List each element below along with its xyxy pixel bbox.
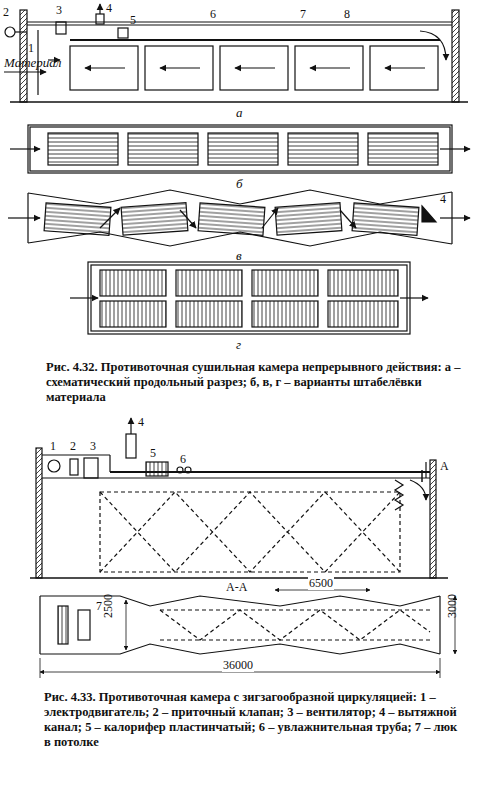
callout-number: 8 — [344, 8, 350, 21]
callout-number: 6 — [180, 453, 186, 466]
dimension: 2500 — [102, 594, 115, 618]
dimension: 36000 — [222, 659, 254, 672]
stacking-v — [8, 190, 470, 246]
dimension: 3000 — [446, 594, 459, 618]
callout-number: 2 — [3, 6, 9, 19]
figure-caption: Рис. 4.32. Противоточная сушильная камер… — [46, 360, 466, 405]
figure-letter: в — [236, 249, 242, 263]
section-label: А-А — [225, 581, 248, 594]
callout-number: 4 — [440, 193, 446, 206]
figure-letter: б — [236, 177, 243, 191]
callout-number: 3 — [90, 440, 96, 453]
callout-number: 1 — [50, 440, 56, 453]
stacking-g — [70, 262, 428, 334]
callout-number: 3 — [56, 4, 62, 17]
callout-number: 4 — [106, 2, 112, 15]
material-label: Материал — [4, 56, 61, 70]
figure-letter: а — [236, 106, 243, 120]
callout-number: 5 — [130, 14, 136, 27]
plan-433 — [40, 470, 455, 678]
section-433 — [30, 418, 448, 578]
callout-number: 7 — [300, 8, 306, 21]
section-a — [4, 4, 468, 102]
callout-number: 2 — [70, 440, 76, 453]
dimension: 6500 — [308, 577, 334, 590]
stacking-b — [10, 125, 470, 173]
callout-number: 1 — [28, 42, 34, 55]
section-mark: А — [440, 460, 449, 473]
figure-letter: г — [236, 338, 241, 352]
callout-number: 6 — [210, 8, 216, 21]
figure-caption: Рис. 4.33. Противоточная камера с зигзаг… — [44, 690, 464, 750]
callout-number: 5 — [150, 447, 156, 460]
callout-number: 4 — [138, 416, 144, 429]
